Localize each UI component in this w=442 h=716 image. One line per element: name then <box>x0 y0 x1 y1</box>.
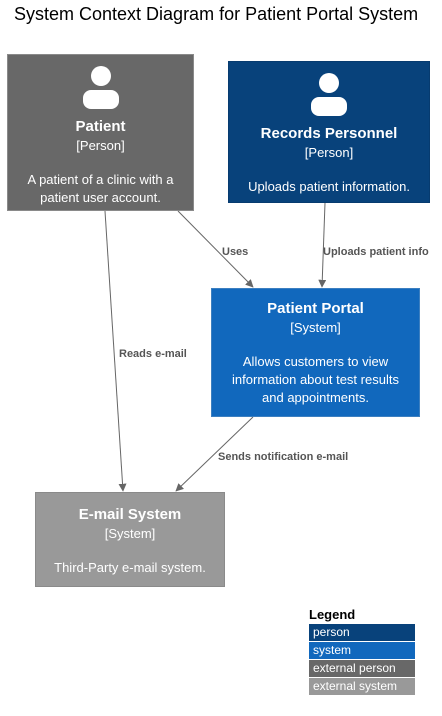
node-email-system-kind: [System] <box>104 526 156 541</box>
node-patient-portal-description: Allows customers to view information abo… <box>232 354 399 405</box>
edge-label-sends-notification-email: Sends notification e-mail <box>218 451 348 463</box>
edge-records-portal <box>318 202 327 288</box>
legend-item-external-person: external person <box>309 660 415 677</box>
edge-patient-portal <box>177 210 254 288</box>
node-patient-portal-kind: [System] <box>290 320 341 335</box>
node-patient-name: Patient <box>75 118 126 135</box>
legend-item-system: system <box>309 642 415 659</box>
edge-label-uploads-patient-info: Uploads patient info <box>323 246 429 258</box>
node-email-system-description: Third-Party e-mail system. <box>54 560 206 575</box>
node-email-system: E-mail System [System] Third-Party e-mai… <box>35 492 225 587</box>
person-icon <box>82 66 119 109</box>
edge-portal-email <box>175 416 254 492</box>
node-patient-portal: Patient Portal [System] Allows customers… <box>211 288 420 417</box>
node-email-system-name: E-mail System <box>78 506 182 523</box>
edge-patient-email <box>104 210 127 492</box>
legend: Legend person system external person ext… <box>309 607 415 695</box>
legend-item-external-system: external system <box>309 678 415 695</box>
diagram-title: System Context Diagram for Patient Porta… <box>14 4 419 24</box>
node-records-personnel: Records Personnel [Person] Uploads patie… <box>228 61 430 203</box>
node-patient: Patient [Person] A patient of a clinic w… <box>7 54 194 211</box>
node-records-personnel-description: Uploads patient information. <box>248 179 410 194</box>
node-patient-portal-name: Patient Portal <box>267 300 364 317</box>
node-patient-description: A patient of a clinic with a patient use… <box>27 172 174 205</box>
person-icon <box>311 73 347 116</box>
legend-item-person: person <box>309 624 415 641</box>
edge-label-uses: Uses <box>222 246 248 258</box>
node-records-personnel-kind: [Person] <box>304 145 354 160</box>
node-records-personnel-name: Records Personnel <box>260 125 398 142</box>
legend-title: Legend <box>309 607 356 622</box>
node-patient-kind: [Person] <box>76 138 125 153</box>
edge-label-reads-email: Reads e-mail <box>119 348 187 360</box>
